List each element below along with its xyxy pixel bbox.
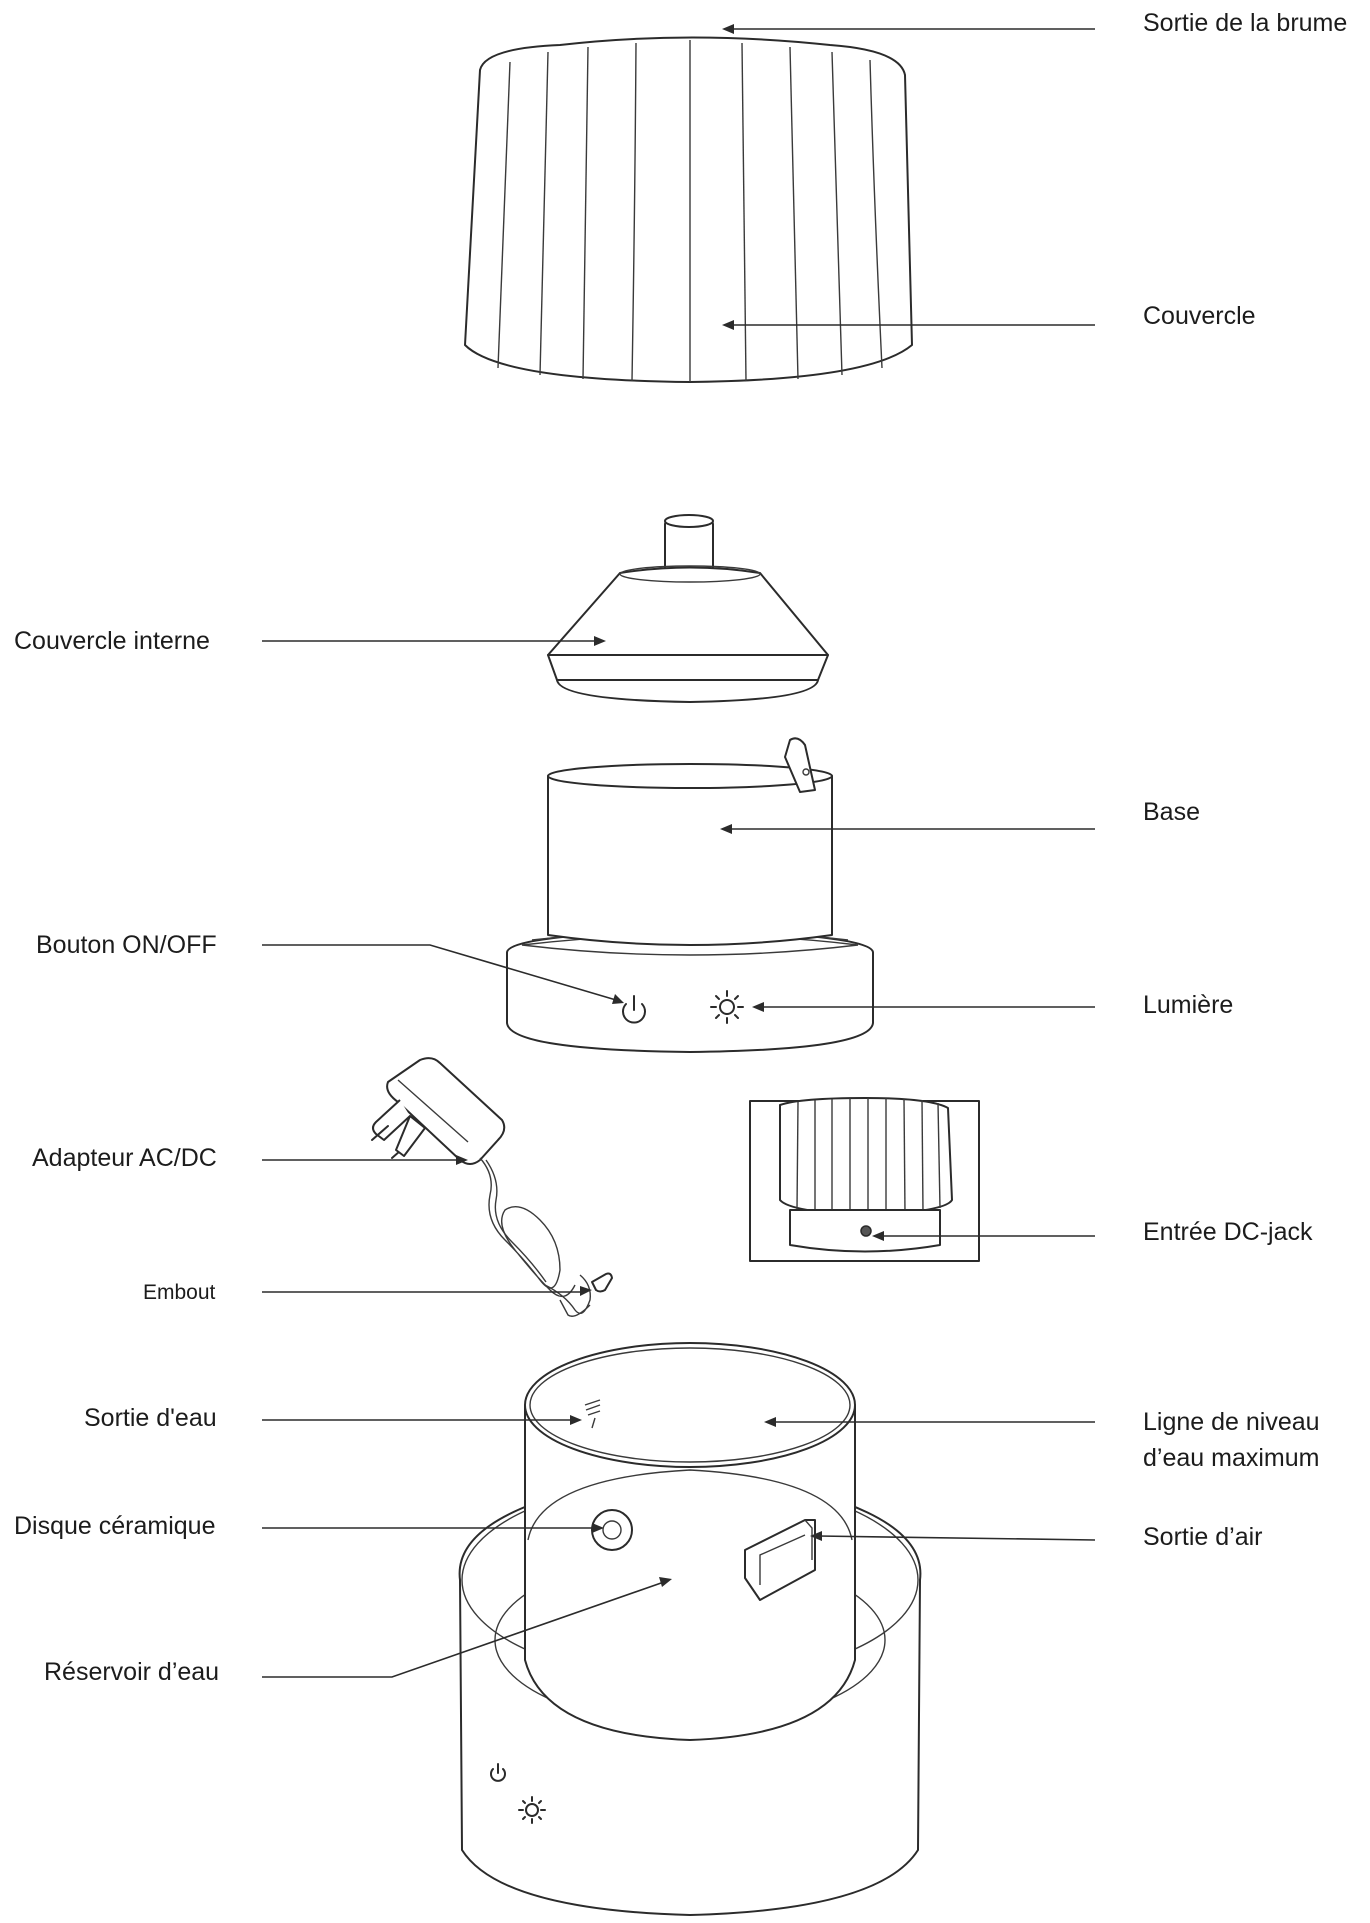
label-max-water-level-line1: Ligne de niveau: [1143, 1408, 1320, 1436]
label-base: Base: [1143, 798, 1200, 826]
inner-cover-part: [547, 514, 829, 703]
label-adapter: Adapteur AC/DC: [32, 1144, 217, 1172]
label-mist-outlet: Sortie de la brume: [1143, 9, 1348, 37]
label-power-button: Bouton ON/OFF: [36, 931, 217, 959]
label-water-outlet: Sortie d'eau: [84, 1404, 217, 1432]
label-max-water-level-line2: d’eau maximum: [1143, 1444, 1320, 1472]
label-inner-cover: Couvercle interne: [14, 627, 210, 655]
label-light: Lumière: [1143, 991, 1234, 1019]
leader-lines: [262, 24, 1096, 1678]
dc-jack-inset: [749, 1097, 980, 1262]
cover-part: [464, 36, 913, 383]
label-dc-jack: Entrée DC-jack: [1143, 1218, 1313, 1246]
power-icon: [622, 995, 646, 1024]
label-plug-tip: Embout: [143, 1281, 216, 1304]
adapter-part: [371, 1057, 613, 1317]
label-ceramic-disc: Disque céramique: [14, 1512, 216, 1540]
label-cover: Couvercle: [1143, 302, 1256, 330]
tank-part: [458, 1342, 922, 1916]
base-part: [506, 737, 874, 1053]
label-water-tank: Réservoir d’eau: [44, 1658, 220, 1686]
sun-icon: [518, 1796, 546, 1824]
label-air-outlet: Sortie d’air: [1143, 1523, 1263, 1551]
sun-icon: [710, 990, 744, 1024]
power-icon: [490, 1763, 506, 1782]
